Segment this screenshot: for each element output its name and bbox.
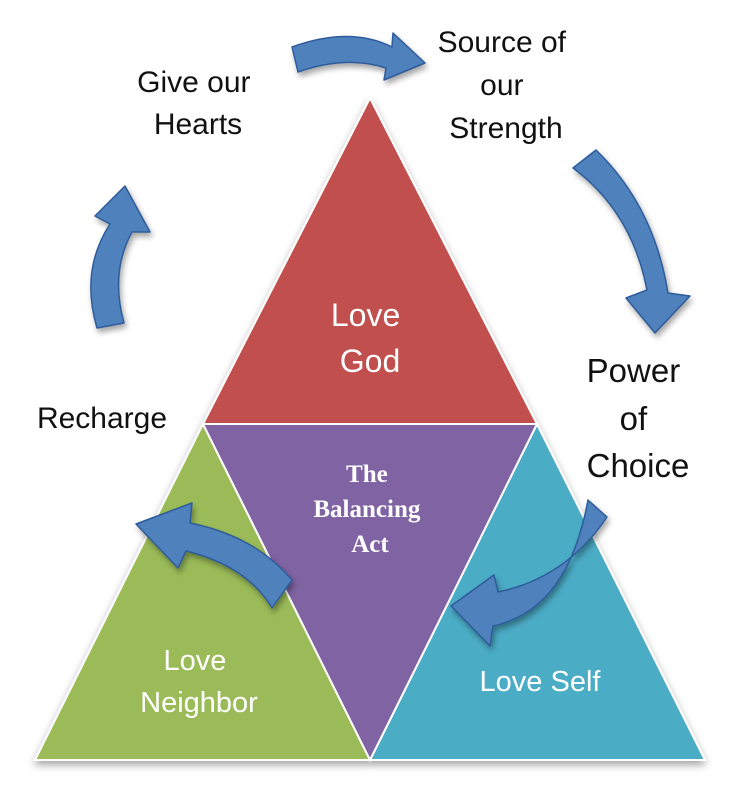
lower-left-curved-arrow <box>135 502 293 609</box>
love-neighbor-label: Love Neighbor <box>140 645 258 719</box>
give-our-hearts-label: Give our Hearts <box>137 66 259 141</box>
love-self-line1: Love Self <box>480 666 602 698</box>
source-of-strength-line3: Strength <box>449 112 562 145</box>
power-of-choice-line3: Choice <box>587 447 690 484</box>
love-god-line2: God <box>340 343 400 379</box>
love-neighbor-line1: Love <box>164 645 227 677</box>
source-of-strength-label: Source of our Strength <box>438 26 575 145</box>
top-curved-arrow <box>291 32 426 81</box>
balancing-act-line1: The <box>346 461 388 488</box>
recharge-line1: Recharge <box>37 402 167 435</box>
right-curved-arrow <box>572 149 691 334</box>
love-god-label: Love God <box>331 297 409 379</box>
balancing-act-line3: Act <box>351 531 389 558</box>
love-neighbor-line2: Neighbor <box>140 687 258 719</box>
lower-right-curved-arrow <box>450 499 608 647</box>
power-of-choice-line1: Power <box>587 352 681 389</box>
balancing-act-line2: Balancing <box>313 496 420 523</box>
love-god-line1: Love <box>331 297 400 333</box>
balancing-act-label: The Balancing Act <box>313 461 426 558</box>
power-of-choice-line2: of <box>620 400 648 437</box>
give-our-hearts-line1: Give our <box>137 66 250 99</box>
left-curved-arrow <box>90 185 151 329</box>
power-of-choice-label: Power of Choice <box>587 352 690 484</box>
recharge-label: Recharge <box>37 402 167 435</box>
balancing-act-triangle <box>201 423 539 763</box>
love-self-label: Love Self <box>480 666 602 698</box>
source-of-strength-line2: our <box>480 69 523 102</box>
source-of-strength-line1: Source of <box>438 26 567 59</box>
give-our-hearts-line2: Hearts <box>154 108 242 141</box>
